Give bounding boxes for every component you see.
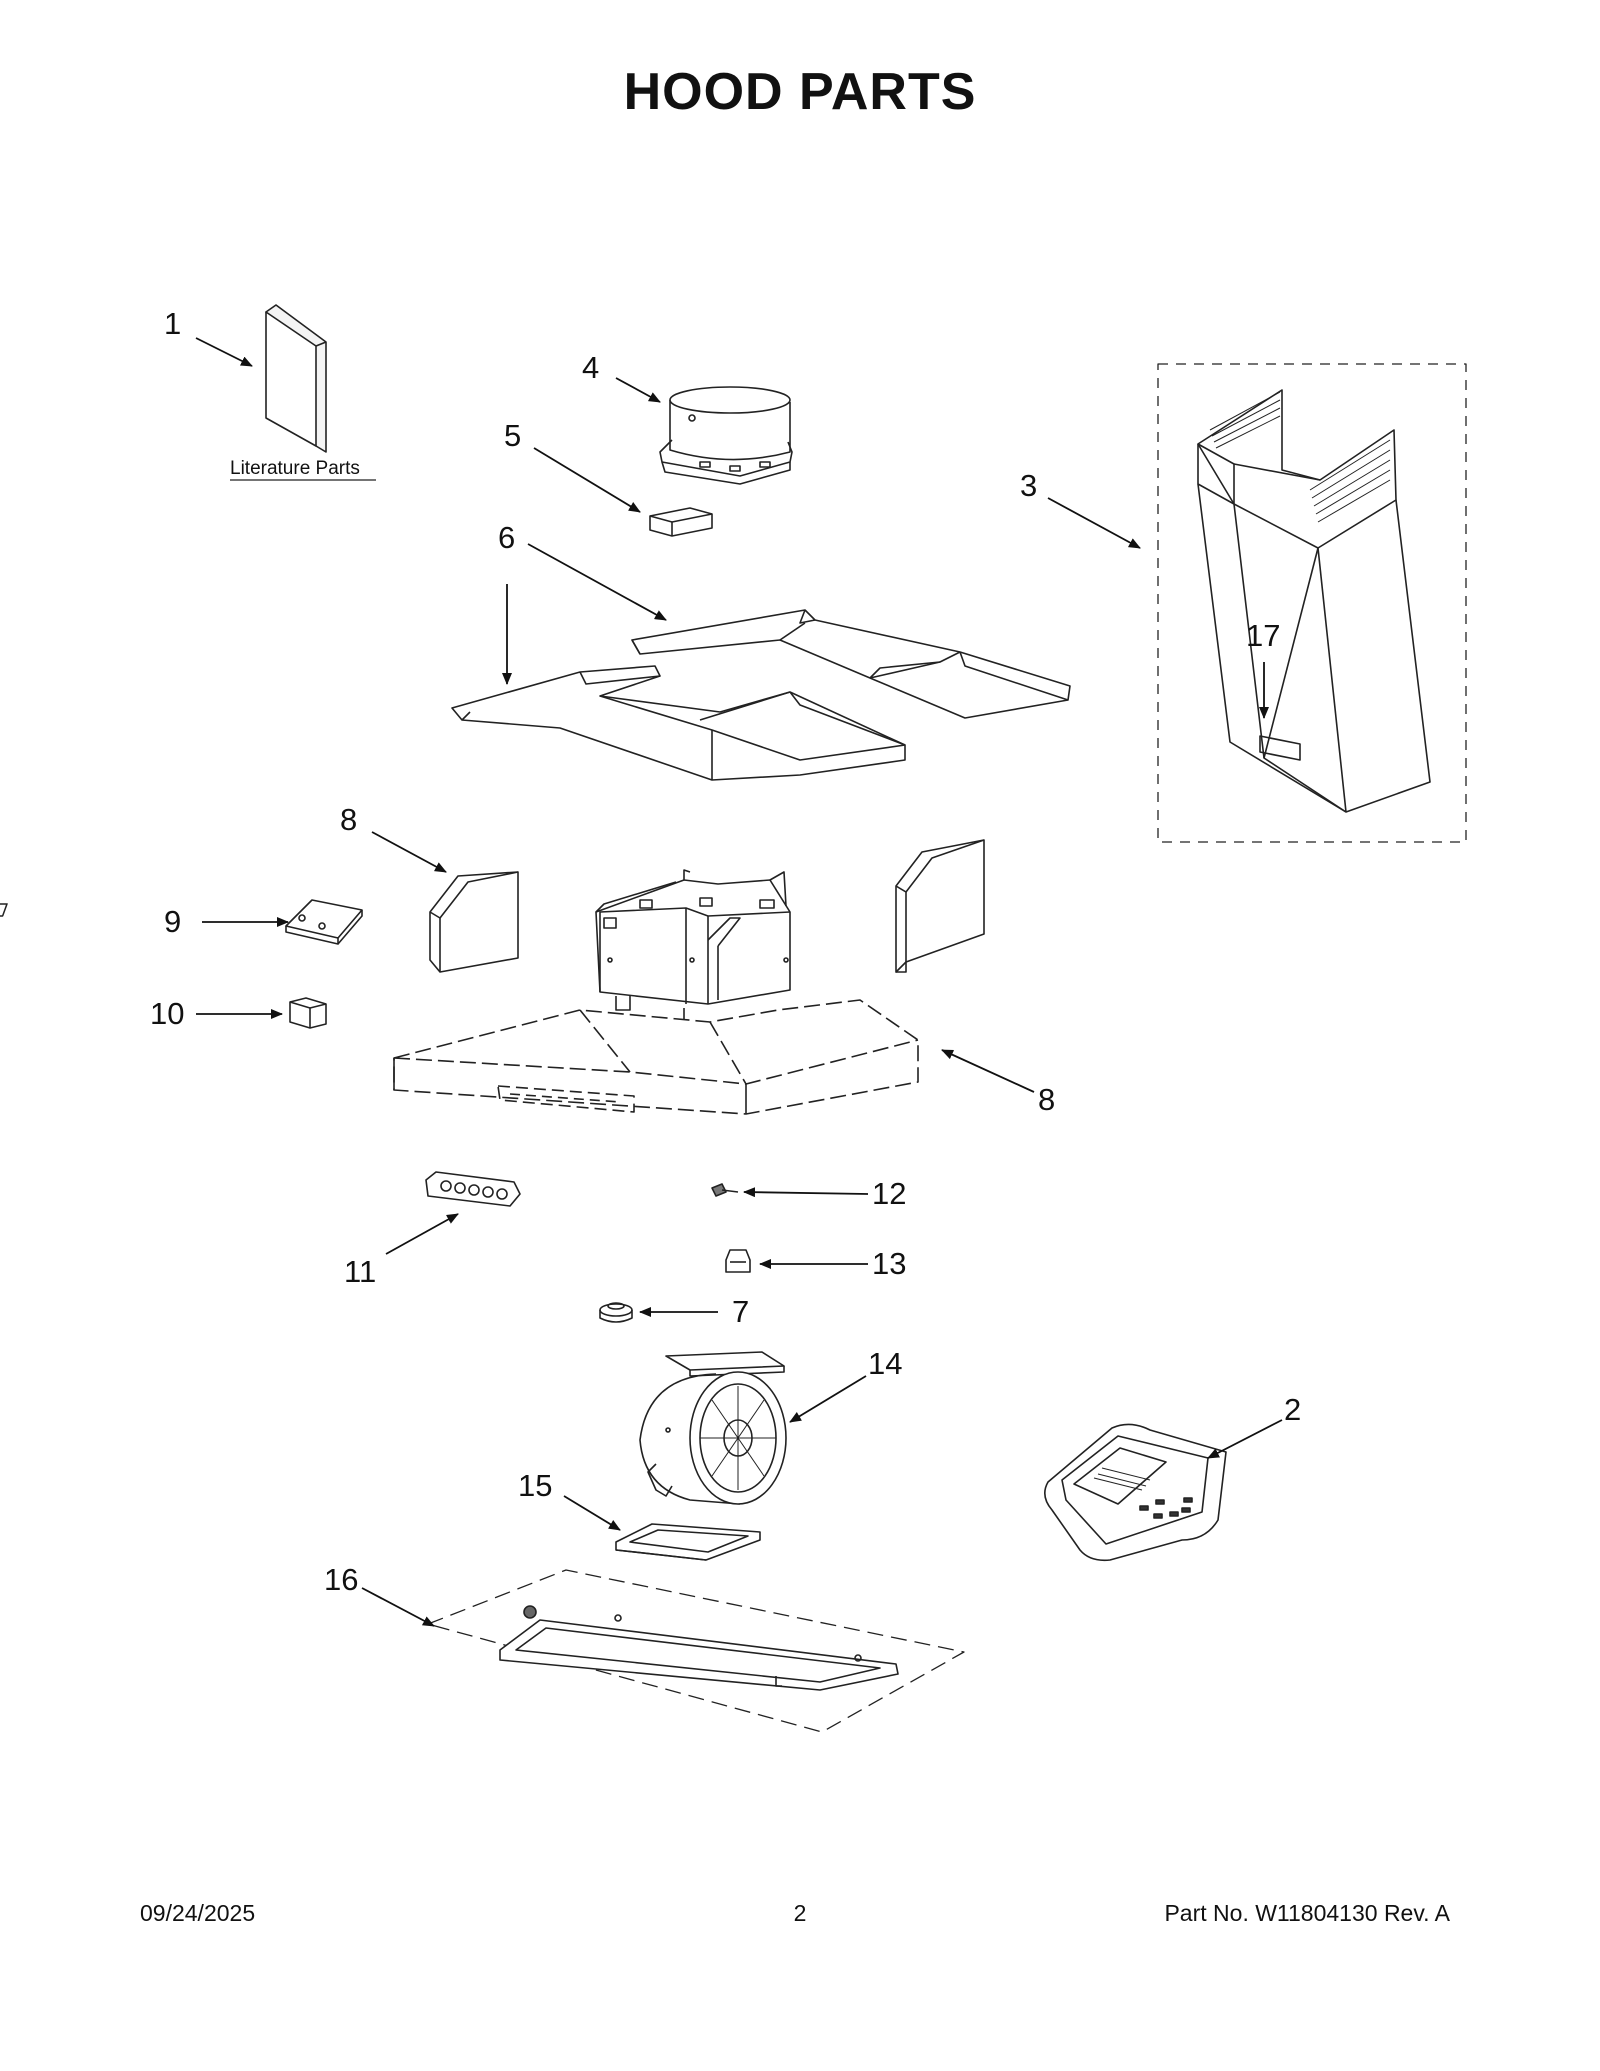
callout-5: 5 xyxy=(504,418,521,453)
callout-8-right: 8 xyxy=(1038,1082,1055,1117)
leader-arrows xyxy=(195,337,1283,1627)
literature-booklet xyxy=(230,304,376,481)
small-box-10 xyxy=(289,997,327,1029)
duct-collar xyxy=(659,386,793,485)
grease-filter xyxy=(615,1523,761,1561)
control-panel xyxy=(425,1171,521,1207)
lower-panel xyxy=(427,1569,965,1733)
callout-8-left: 8 xyxy=(340,802,357,837)
callout-4: 4 xyxy=(582,350,599,385)
callout-6-upper: 6 xyxy=(498,520,515,555)
callout-13: 13 xyxy=(872,1246,906,1281)
callout-15: 15 xyxy=(518,1468,552,1503)
callout-14: 14 xyxy=(868,1346,902,1381)
callout-17: 17 xyxy=(1246,618,1280,653)
callout-12: 12 xyxy=(872,1176,906,1211)
callout-9: 9 xyxy=(164,904,181,939)
chimney xyxy=(1157,363,1467,843)
parts-bag xyxy=(1044,1423,1227,1562)
bracket-13 xyxy=(725,1249,751,1273)
page-title: HOOD PARTS xyxy=(623,63,977,121)
callout-11: 11 xyxy=(344,1254,376,1289)
callout-2: 2 xyxy=(1284,1392,1301,1427)
side-panel-left xyxy=(429,871,519,973)
blower xyxy=(639,1351,787,1505)
light-7 xyxy=(599,1302,633,1323)
control-board xyxy=(0,899,363,945)
callout-3: 3 xyxy=(1020,468,1037,503)
literature-parts-label: Literature Parts xyxy=(230,458,360,479)
callout-10: 10 xyxy=(150,996,184,1031)
callout-1: 1 xyxy=(164,306,181,341)
callout-16: 16 xyxy=(324,1562,358,1597)
screw-12 xyxy=(711,1183,739,1197)
callout-7: 7 xyxy=(732,1294,749,1329)
footer-page-number: 2 xyxy=(793,1900,807,1926)
upper-cover-left xyxy=(451,665,906,781)
upper-cover-right xyxy=(631,609,1071,719)
footer-part-number: Part No. W11804130 Rev. A xyxy=(1164,1900,1450,1926)
hood-body xyxy=(393,869,919,1115)
footer-date: 09/24/2025 xyxy=(140,1900,256,1926)
small-component-5 xyxy=(649,507,713,537)
side-panel-right xyxy=(895,839,985,973)
